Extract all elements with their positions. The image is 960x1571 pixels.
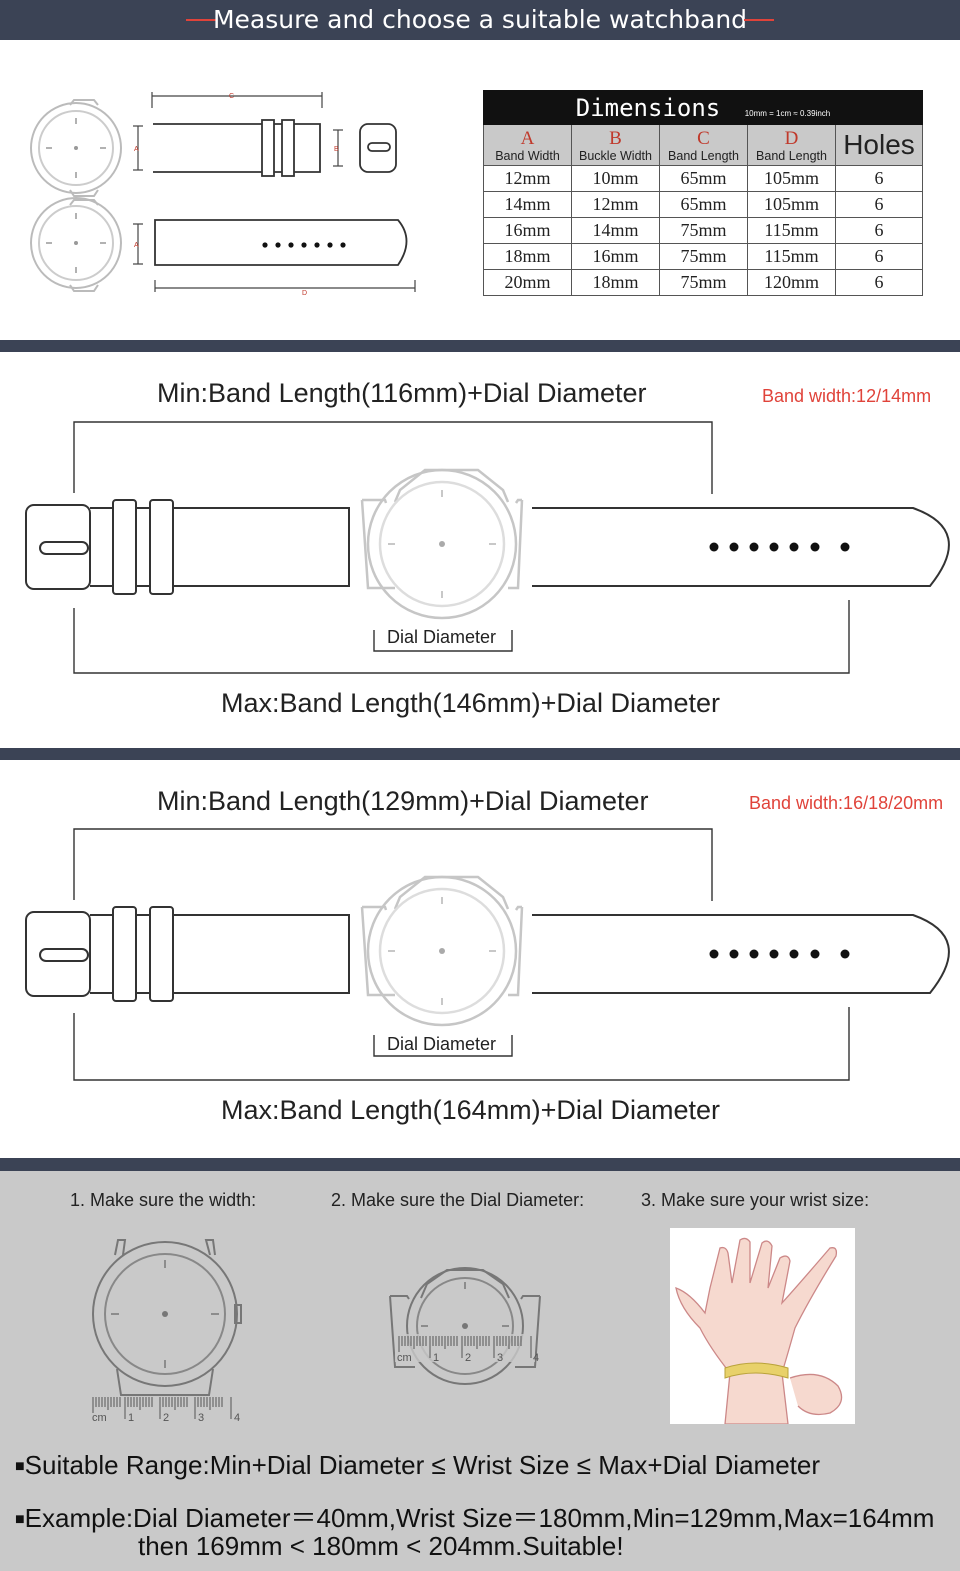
ruler2-tick-4: 4 <box>533 1352 539 1364</box>
section-divider <box>0 748 960 760</box>
step1-watch-icon: cm 1 2 3 4 <box>92 1239 242 1424</box>
header-banner: Measure and choose a suitable watchband <box>0 0 960 40</box>
label-a2: A <box>134 242 139 249</box>
section2-max-label: Max:Band Length(164mm)+Dial Diameter <box>221 1095 720 1125</box>
col-header-holes: Holes <box>835 124 923 166</box>
label-d: D <box>302 290 307 297</box>
ruler-tick-3: 3 <box>198 1412 204 1424</box>
ruler2-tick-2: 2 <box>465 1352 471 1364</box>
ruler2-tick-3: 3 <box>497 1352 503 1364</box>
step-3-label: 3. Make sure your wrist size: <box>641 1190 870 1210</box>
section-divider <box>0 1158 960 1171</box>
label-a1: A <box>134 146 139 153</box>
bullet-icon: ■ <box>15 1511 25 1528</box>
section1-strap-diagram <box>25 421 950 674</box>
dimensions-title: Dimensions <box>575 93 721 122</box>
header-left-dash <box>186 19 216 21</box>
example-note-line2: then 169mm < 180mm < 204mm.Suitable! <box>138 1531 624 1561</box>
section2-dial-label: Dial Diameter <box>387 1034 497 1054</box>
section1-max-label: Max:Band Length(146mm)+Dial Diameter <box>221 688 720 718</box>
suitable-range-note: ■Suitable Range:Min+Dial Diameter ≤ Wris… <box>15 1450 821 1480</box>
section2-min-label: Min:Band Length(129mm)+Dial Diameter <box>157 786 649 816</box>
dimensions-title-cell: Dimensions 10mm = 1cm ≈ 0.39inch <box>483 90 923 125</box>
watch-dimension-diagram: C A B A D <box>30 92 416 297</box>
header-right-dash <box>744 19 774 21</box>
section1-band-width: Band width:12/14mm <box>762 386 932 406</box>
dimensions-note: 10mm = 1cm ≈ 0.39inch <box>744 108 831 118</box>
ruler2-unit: cm <box>397 1352 412 1364</box>
example-note: ■Example:Dial Diameter＝40mm,Wrist Size＝1… <box>15 1503 935 1533</box>
label-c: C <box>229 93 234 100</box>
ruler-tick-4: 4 <box>234 1412 240 1424</box>
ruler2-tick-1: 1 <box>433 1352 439 1364</box>
step-2-label: 2. Make sure the Dial Diameter: <box>331 1190 585 1210</box>
step2-watch-icon: cm 1 2 3 4 <box>389 1267 541 1385</box>
wrist-measure-icon <box>670 1228 855 1424</box>
ruler-tick-2: 2 <box>163 1412 169 1424</box>
bullet-icon: ■ <box>15 1458 25 1475</box>
ruler-tick-1: 1 <box>128 1412 134 1424</box>
section1-dial-label: Dial Diameter <box>387 627 497 647</box>
header-title: Measure and choose a suitable watchband <box>212 5 748 34</box>
step-1-label: 1. Make sure the width: <box>70 1190 257 1210</box>
section2-band-width: Band width:16/18/20mm <box>749 793 944 813</box>
section2-strap-diagram <box>25 828 950 1081</box>
ruler-unit: cm <box>92 1412 107 1424</box>
section-divider <box>0 340 960 352</box>
label-b: B <box>334 146 339 153</box>
section1-min-label: Min:Band Length(116mm)+Dial Diameter <box>157 378 647 408</box>
